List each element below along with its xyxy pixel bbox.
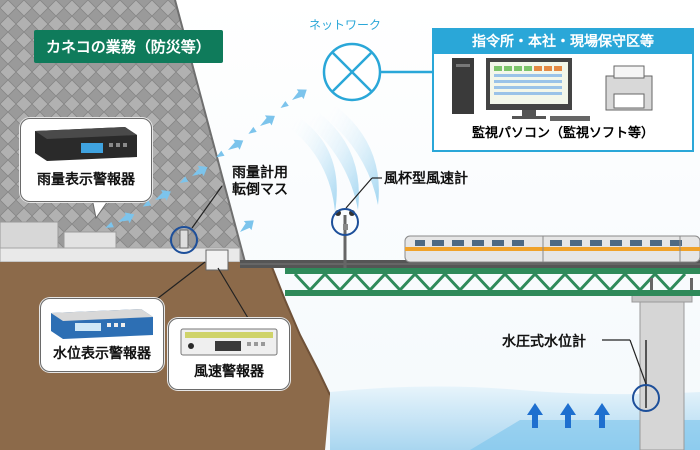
water-level-alarm-device-icon [51,309,153,339]
water-level-alarm-callout: 水位表示警報器 [40,298,164,372]
road [0,247,241,263]
water-level-sensor [632,340,660,412]
office-panel: 指令所・本社・現場保守区等 監視パソコン（監視ソフト等） [432,28,694,152]
monitoring-pc-illustration [452,58,653,121]
water-level-alarm-label: 水位表示警報器 [53,346,151,362]
pc-tower-icon [452,58,474,114]
rain-alarm-device-icon [35,127,137,161]
signal-arrows [105,89,307,232]
page-title: カネコの業務（防災等） [34,30,223,63]
rain-gauge-device [170,226,229,271]
office-header: 指令所・本社・現場保守区等 [434,30,692,54]
wind-speed-alarm-device-icon [180,328,278,356]
anemometer-device [331,208,359,268]
wind-speed-alarm-callout: 風速警報器 [168,318,290,390]
rain-gauge-label: 雨量計用 転倒マス [232,165,288,199]
network-label: ネットワーク [309,18,382,32]
network-icon [322,42,382,102]
keyboard-icon [550,116,590,121]
anemometer-label: 風杯型風速計 [384,171,468,187]
office-caption: 監視パソコン（監視ソフト等） [471,126,654,141]
rain-display-alarm-callout: 雨量表示警報器 [20,118,152,202]
pressure-water-level-gauge-label: 水圧式水位計 [502,334,586,350]
rain-display-alarm-label: 雨量表示警報器 [37,172,135,188]
rain-gauge-label-line2: 転倒マス [232,182,288,198]
water-rise-arrows [527,403,610,428]
rain-gauge-label-line1: 雨量計用 [232,165,288,181]
wind-streaks [290,106,379,212]
leader-lines [139,177,647,385]
railway-bridge [240,260,700,296]
wind-speed-alarm-label: 風速警報器 [194,364,264,380]
bridge-pier [639,299,685,450]
train [404,235,700,263]
